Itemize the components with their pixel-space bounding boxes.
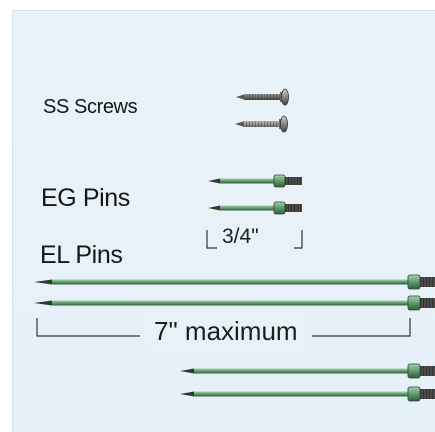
el-pin-2 xyxy=(34,295,435,311)
el-pin-4 xyxy=(180,386,435,402)
el-pins-label: EL Pins xyxy=(40,241,123,269)
ss-screws-label: SS Screws xyxy=(43,96,138,118)
ss-screw-1 xyxy=(236,88,289,106)
el-length-label: 7" maximum xyxy=(148,316,304,347)
product-panel xyxy=(12,10,435,432)
eg-pin-1 xyxy=(208,174,302,188)
eg-pins-label: EG Pins xyxy=(41,184,130,212)
eg-length-bracket xyxy=(206,230,303,249)
eg-length-label: 3/4" xyxy=(222,225,259,248)
el-pin-3 xyxy=(180,363,435,379)
el-length-bracket xyxy=(36,318,411,337)
ss-screw-2 xyxy=(235,115,288,133)
eg-pin-2 xyxy=(208,201,302,215)
el-pin-1 xyxy=(34,274,435,290)
